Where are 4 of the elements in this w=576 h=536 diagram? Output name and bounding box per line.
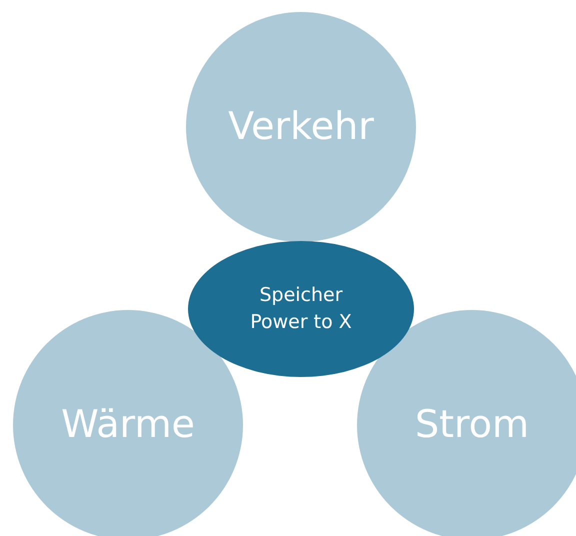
node-label: Verkehr <box>228 103 374 150</box>
node-label: Wärme <box>61 401 195 448</box>
node-label: Speicher Power to X <box>249 283 353 335</box>
node-label: Strom <box>414 401 530 448</box>
